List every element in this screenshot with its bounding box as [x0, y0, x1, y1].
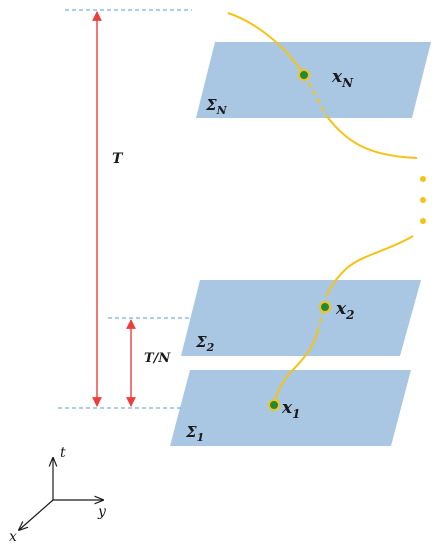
plane-sigma-N-label: ΣN	[205, 96, 228, 117]
trajectory-mid-lower	[327, 235, 414, 293]
point-x-1	[268, 399, 280, 411]
plane-sigma-1	[170, 370, 411, 446]
ellipsis-dot	[420, 218, 426, 224]
t-axis-label: t	[60, 445, 66, 461]
point-x-2-label: x2	[335, 299, 355, 322]
trajectory-upper	[227, 12, 305, 76]
y-axis-label: y	[97, 504, 107, 520]
plane-sigma-N	[196, 42, 431, 118]
point-x-N-label: xN	[331, 67, 354, 90]
plane-sigma-1-label: Σ1	[185, 423, 204, 444]
trajectory-lower	[273, 329, 319, 406]
ellipsis-dot	[420, 176, 426, 182]
period-T-over-N-label: T/N	[144, 351, 171, 366]
point-x-1-label: x1	[281, 398, 301, 421]
trajectory-mid-upper	[324, 113, 418, 159]
point-x-2	[319, 301, 331, 313]
point-x-N	[298, 69, 310, 81]
x-axis-label: x	[9, 529, 17, 545]
plane-sigma-2-label: Σ2	[195, 333, 215, 354]
coordinate-axes: t y x	[9, 445, 107, 545]
period-T-label: T	[112, 151, 124, 167]
plane-sigma-2	[181, 280, 421, 356]
trajectory-dashed-through-plane-2	[317, 291, 329, 331]
ellipsis-dot	[420, 197, 426, 203]
x-axis	[19, 499, 54, 530]
